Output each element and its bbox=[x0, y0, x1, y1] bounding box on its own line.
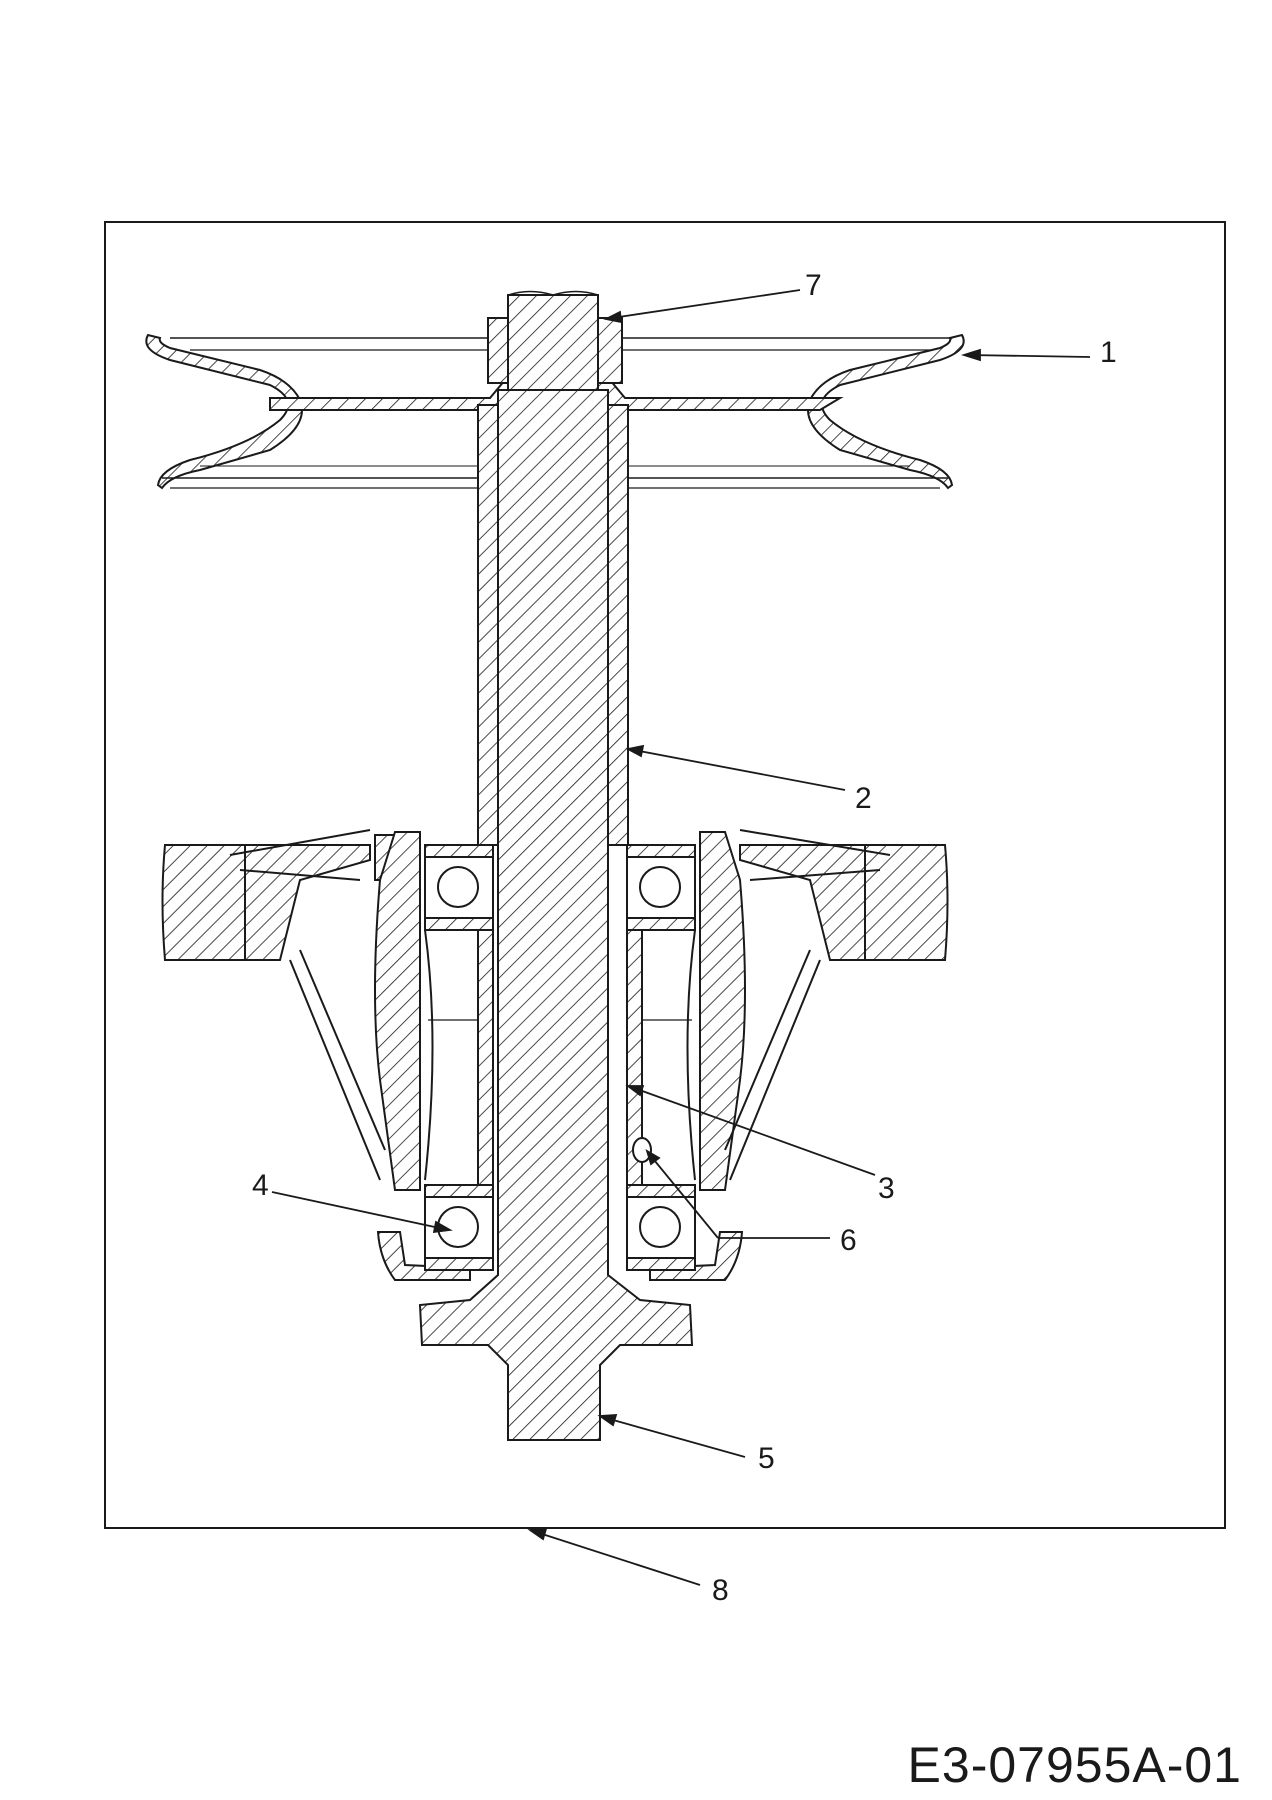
callout-5: 5 bbox=[758, 1442, 775, 1475]
leader-8 bbox=[535, 1531, 701, 1586]
upper-left-bearing bbox=[424, 844, 494, 931]
leader-7 bbox=[611, 289, 801, 319]
callout-4: 4 bbox=[252, 1169, 269, 1202]
callout-6: 6 bbox=[840, 1224, 857, 1257]
leader-4 bbox=[271, 1191, 445, 1230]
lower-left-bearing bbox=[424, 1184, 494, 1271]
spindle-shaft bbox=[418, 290, 694, 1441]
grease-fitting bbox=[632, 1137, 652, 1163]
leader-3 bbox=[633, 1087, 876, 1176]
arrowhead-8 bbox=[527, 1528, 548, 1541]
callout-7: 7 bbox=[805, 269, 822, 302]
spacer-tube bbox=[477, 929, 643, 1186]
callout-3: 3 bbox=[878, 1172, 895, 1205]
arrowhead-2 bbox=[625, 744, 645, 758]
arrowhead-3 bbox=[625, 1085, 645, 1097]
arrowhead-5 bbox=[597, 1414, 618, 1427]
leader-5 bbox=[605, 1417, 746, 1458]
drawing-code: E3-07955A-01 bbox=[907, 1737, 1242, 1793]
callout-1: 1 bbox=[1100, 336, 1117, 369]
frame-border bbox=[104, 221, 1226, 1529]
arrowhead-4 bbox=[432, 1220, 453, 1234]
callout-8: 8 bbox=[712, 1574, 729, 1607]
leader-lines bbox=[271, 289, 1091, 1586]
lower-right-bearing bbox=[626, 1184, 696, 1271]
callout-2: 2 bbox=[855, 782, 872, 815]
leader-6b bbox=[649, 1154, 719, 1239]
arrowhead-6 bbox=[645, 1149, 661, 1166]
leader-1 bbox=[967, 354, 1091, 358]
upper-right-bearing bbox=[626, 844, 696, 931]
arrowhead-7 bbox=[603, 310, 623, 324]
arrowhead-1 bbox=[960, 348, 981, 362]
leader-2 bbox=[633, 749, 846, 791]
